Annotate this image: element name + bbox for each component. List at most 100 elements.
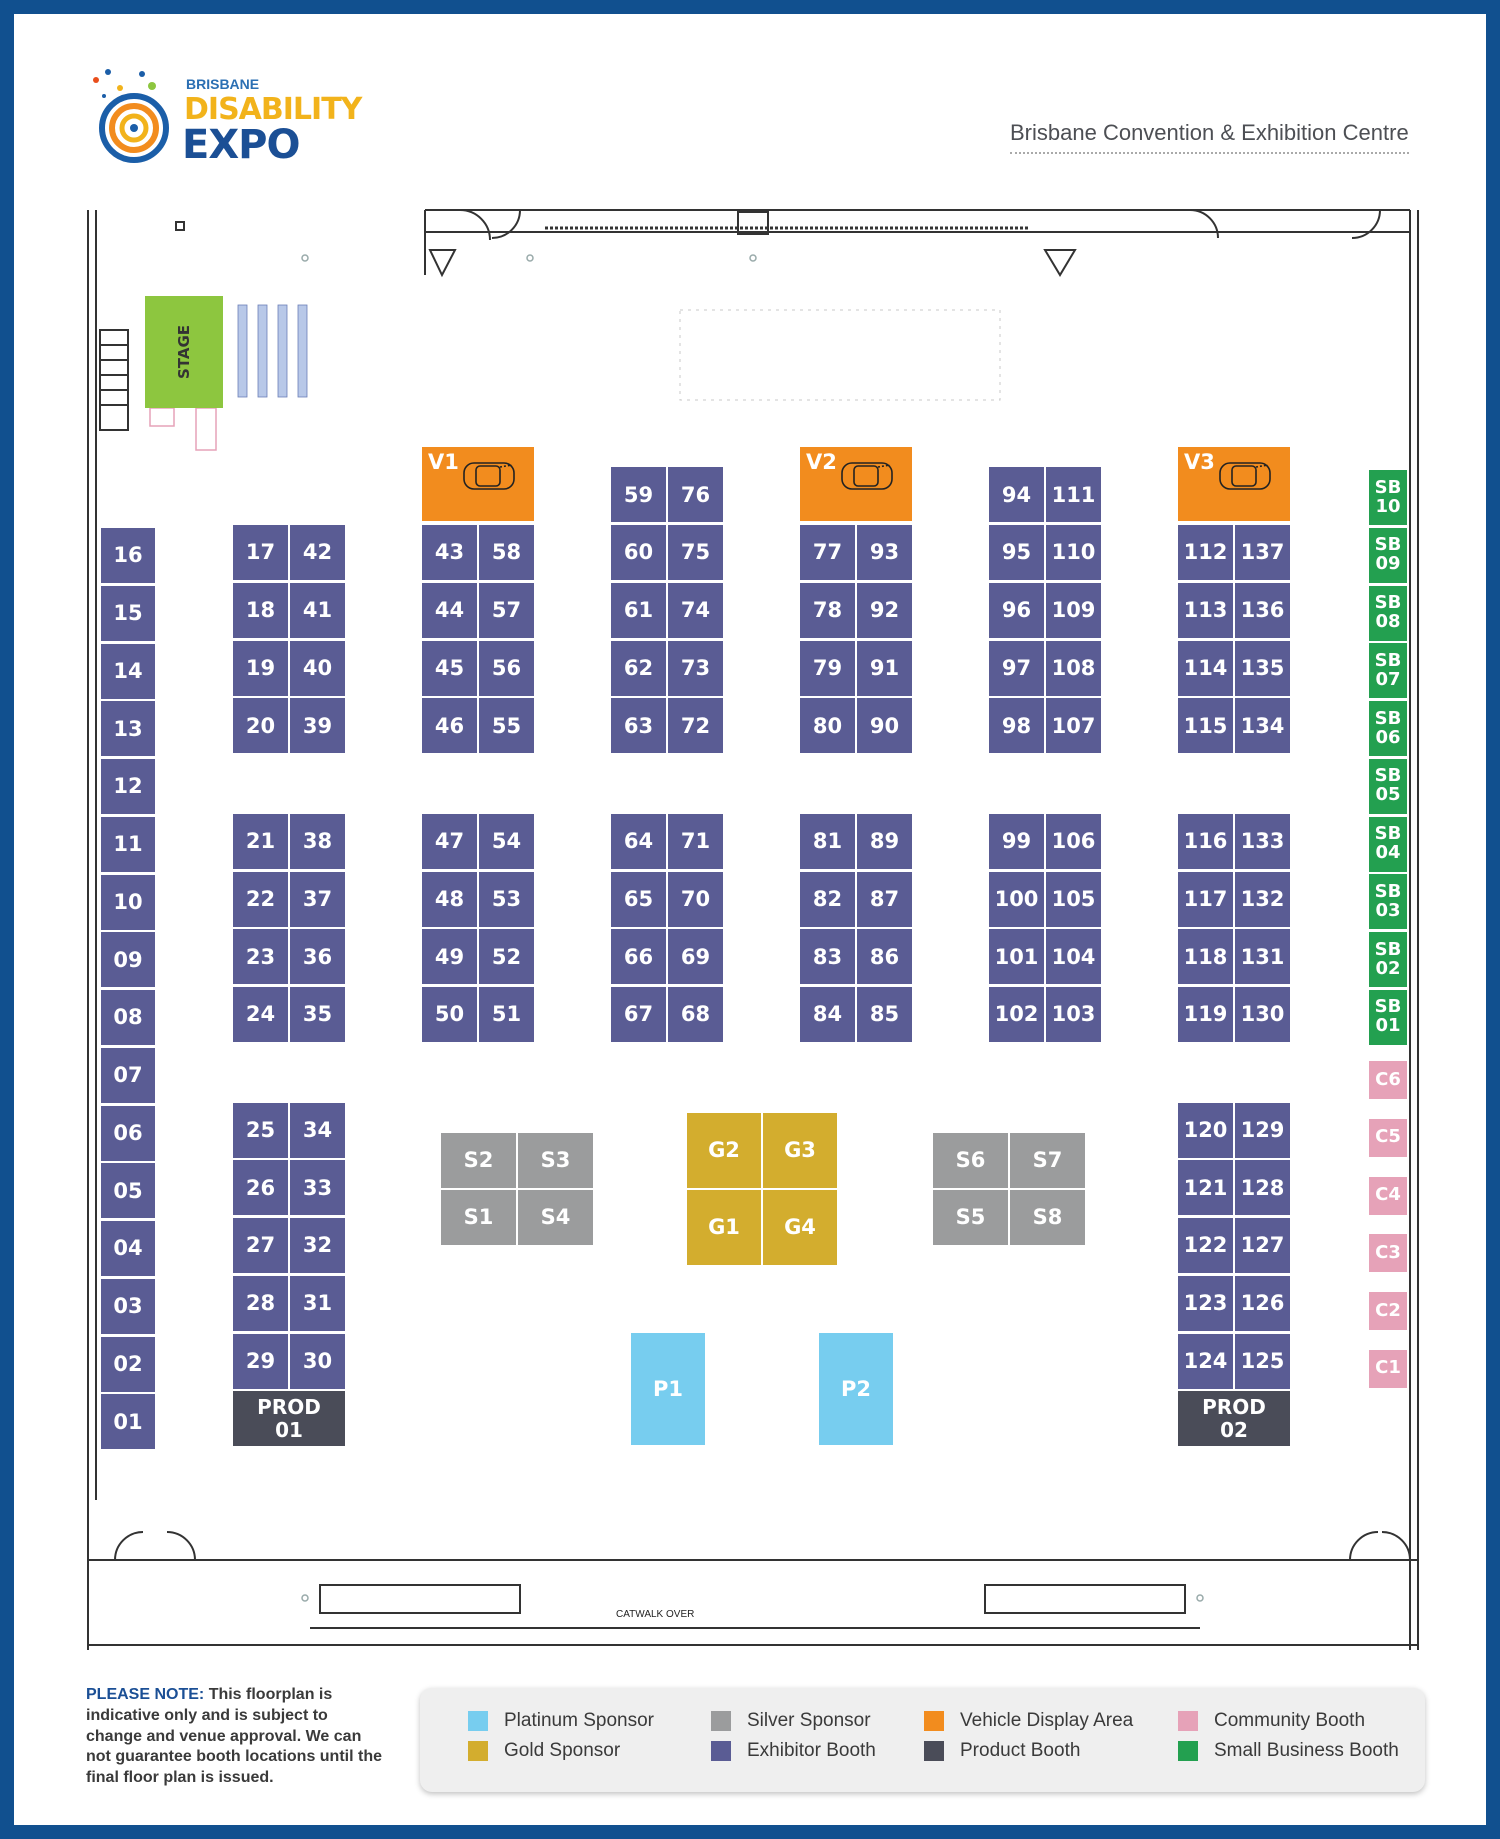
booth-100[interactable]: 100 [988,870,1045,928]
booth-42[interactable]: 42 [289,524,346,581]
booth-86[interactable]: 86 [856,928,913,986]
booth-135[interactable]: 135 [1234,639,1291,697]
booth-34[interactable]: 34 [289,1101,346,1159]
booth-105[interactable]: 105 [1045,870,1102,928]
booth-57[interactable]: 57 [478,581,535,639]
booth-12[interactable]: 12 [100,758,156,815]
booth-47[interactable]: 47 [421,812,478,870]
silver-booth-s3[interactable]: S3 [517,1132,594,1189]
community-booth-c6[interactable]: C6 [1368,1060,1408,1100]
booth-08[interactable]: 08 [100,989,156,1046]
booth-65[interactable]: 65 [610,870,667,928]
silver-booth-s1[interactable]: S1 [440,1189,517,1246]
booth-80[interactable]: 80 [799,697,856,755]
booth-77[interactable]: 77 [799,524,856,581]
booth-19[interactable]: 19 [232,639,289,697]
booth-117[interactable]: 117 [1177,870,1234,928]
gold-booth-g1[interactable]: G1 [686,1189,762,1266]
gold-booth-g4[interactable]: G4 [762,1189,838,1266]
booth-96[interactable]: 96 [988,581,1045,639]
booth-76[interactable]: 76 [667,466,724,524]
booth-87[interactable]: 87 [856,870,913,928]
booth-40[interactable]: 40 [289,639,346,697]
booth-27[interactable]: 27 [232,1217,289,1274]
booth-94[interactable]: 94 [988,466,1045,524]
booth-110[interactable]: 110 [1045,524,1102,581]
booth-103[interactable]: 103 [1045,986,1102,1043]
booth-79[interactable]: 79 [799,639,856,697]
booth-35[interactable]: 35 [289,986,346,1043]
booth-31[interactable]: 31 [289,1274,346,1332]
community-booth-c5[interactable]: C5 [1368,1117,1408,1158]
booth-45[interactable]: 45 [421,639,478,697]
booth-29[interactable]: 29 [232,1332,289,1390]
booth-20[interactable]: 20 [232,697,289,755]
booth-49[interactable]: 49 [421,928,478,986]
booth-113[interactable]: 113 [1177,581,1234,639]
booth-83[interactable]: 83 [799,928,856,986]
booth-119[interactable]: 119 [1177,986,1234,1043]
booth-67[interactable]: 67 [610,986,667,1043]
silver-booth-s4[interactable]: S4 [517,1189,594,1246]
community-booth-c2[interactable]: C2 [1368,1291,1408,1331]
booth-133[interactable]: 133 [1234,812,1291,870]
booth-121[interactable]: 121 [1177,1159,1234,1217]
vehicle-display-v1[interactable]: V1 [421,446,535,522]
booth-25[interactable]: 25 [232,1101,289,1159]
booth-33[interactable]: 33 [289,1159,346,1217]
booth-56[interactable]: 56 [478,639,535,697]
booth-13[interactable]: 13 [100,700,156,758]
booth-03[interactable]: 03 [100,1277,156,1335]
booth-90[interactable]: 90 [856,697,913,755]
booth-24[interactable]: 24 [232,986,289,1043]
booth-112[interactable]: 112 [1177,524,1234,581]
booth-39[interactable]: 39 [289,697,346,755]
community-booth-c1[interactable]: C1 [1368,1348,1408,1389]
booth-58[interactable]: 58 [478,524,535,581]
booth-02[interactable]: 02 [100,1335,156,1393]
booth-04[interactable]: 04 [100,1220,156,1277]
community-booth-c3[interactable]: C3 [1368,1233,1408,1274]
booth-05[interactable]: 05 [100,1162,156,1220]
booth-55[interactable]: 55 [478,697,535,755]
silver-booth-s2[interactable]: S2 [440,1132,517,1189]
booth-18[interactable]: 18 [232,581,289,639]
booth-125[interactable]: 125 [1234,1332,1291,1390]
booth-122[interactable]: 122 [1177,1217,1234,1274]
booth-130[interactable]: 130 [1234,986,1291,1043]
booth-118[interactable]: 118 [1177,928,1234,986]
booth-99[interactable]: 99 [988,812,1045,870]
booth-09[interactable]: 09 [100,931,156,989]
platinum-booth-p1[interactable]: P1 [630,1332,706,1446]
booth-114[interactable]: 114 [1177,639,1234,697]
booth-137[interactable]: 137 [1234,524,1291,581]
booth-66[interactable]: 66 [610,928,667,986]
booth-38[interactable]: 38 [289,812,346,870]
booth-111[interactable]: 111 [1045,466,1102,524]
booth-64[interactable]: 64 [610,812,667,870]
booth-61[interactable]: 61 [610,581,667,639]
booth-07[interactable]: 07 [100,1046,156,1104]
booth-16[interactable]: 16 [100,527,156,584]
booth-22[interactable]: 22 [232,870,289,928]
booth-37[interactable]: 37 [289,870,346,928]
booth-23[interactable]: 23 [232,928,289,986]
booth-28[interactable]: 28 [232,1274,289,1332]
booth-41[interactable]: 41 [289,581,346,639]
booth-43[interactable]: 43 [421,524,478,581]
booth-131[interactable]: 131 [1234,928,1291,986]
booth-78[interactable]: 78 [799,581,856,639]
silver-booth-s5[interactable]: S5 [932,1189,1009,1246]
booth-97[interactable]: 97 [988,639,1045,697]
booth-51[interactable]: 51 [478,986,535,1043]
booth-72[interactable]: 72 [667,697,724,755]
booth-60[interactable]: 60 [610,524,667,581]
silver-booth-s8[interactable]: S8 [1009,1189,1086,1246]
booth-53[interactable]: 53 [478,870,535,928]
